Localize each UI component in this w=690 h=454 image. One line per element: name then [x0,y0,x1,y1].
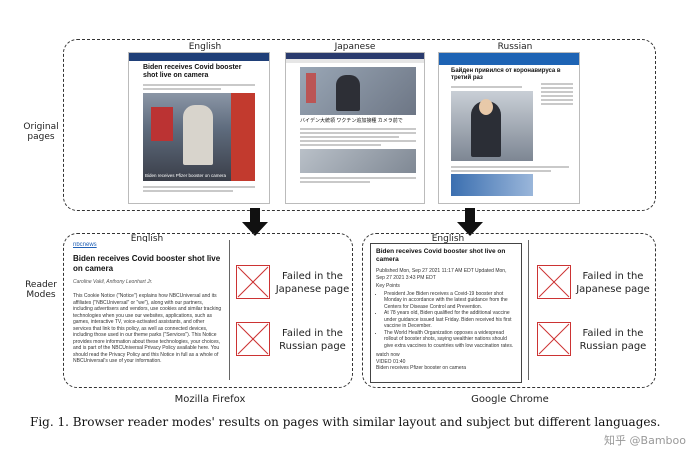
chrome-russian-failed: Failed in the Russian page [579,328,647,352]
japanese-headline: バイデン大統領 ワクチン追加接種 カメラ前で [300,118,403,124]
firefox-byline: Caroline Vakil, Anthony Leonhart Jr. [73,278,153,285]
chrome-bullet: At 78 years old, Biden qualified for the… [384,310,516,330]
failed-placeholder-icon [236,265,270,299]
chrome-headline: Biden receives Covid booster shot live o… [376,248,506,263]
arrow-down-icon [457,208,483,236]
failed-placeholder-icon [236,322,270,356]
firefox-japanese-failed: Failed in the Japanese page [275,271,350,295]
chrome-tail: VIDEO 01:40 [376,358,406,365]
russian-original-page: Байден привился от коронавируса в третий… [438,52,580,204]
chrome-tail: Biden receives Pfizer booster on camera [376,365,467,371]
firefox-english-label: English [130,234,164,244]
english-photo: Biden receives Pfizer booster on camera [143,93,255,181]
firefox-browser-label: Mozilla Firefox [174,394,246,405]
chrome-divider [528,240,529,380]
chrome-reader-view: Biden receives Covid booster shot live o… [370,243,522,383]
russian-photo [451,91,533,161]
chrome-browser-label: Google Chrome [471,394,549,405]
chrome-english-label: English [431,234,465,244]
firefox-reader-view: nbcnews Biden receives Covid booster sho… [73,242,223,381]
firefox-panel [63,233,353,388]
firefox-divider [229,240,230,380]
english-column-label: English [188,42,222,52]
failed-placeholder-icon [537,322,571,356]
english-original-page: Biden receives Covid booster shot live o… [128,52,270,204]
japanese-photo [300,67,416,115]
original-pages-panel [63,39,656,211]
japanese-original-page: バイデン大統領 ワクチン追加接種 カメラ前で [285,52,425,204]
arrow-down-icon [242,208,268,236]
firefox-site: nbcnews [73,242,97,248]
chrome-bullet: The World Health Organization opposes a … [384,330,516,350]
firefox-russian-failed: Failed in the Russian page [279,328,346,352]
firefox-body: This Cookie Notice ("Notice") explains h… [73,293,222,364]
figure-caption: Fig. 1. Browser reader modes' results on… [30,415,661,429]
original-pages-label: Original pages [23,122,59,142]
chrome-meta: Published Mon, Sep 27 2021 11:17 AM EDT … [376,268,507,281]
watermark: 知乎 @Bamboo [604,434,686,447]
english-headline: Biden receives Covid booster shot live o… [143,64,242,79]
chrome-bullet: President Joe Biden receives a Covid-19 … [384,291,516,311]
russian-column-label: Russian [497,42,533,52]
reader-modes-label: Reader Modes [25,280,57,300]
chrome-japanese-failed: Failed in the Japanese page [576,271,650,295]
japanese-column-label: Japanese [334,42,376,52]
chrome-panel [362,233,656,388]
firefox-headline: Biden receives Covid booster shot live o… [73,253,221,273]
russian-headline: Байден привился от коронавируса в третий… [451,68,561,81]
chrome-tail: watch now [376,352,400,358]
chrome-key-points: Key Points [376,283,400,289]
failed-placeholder-icon [537,265,571,299]
english-photo-caption: Biden receives Pfizer booster on camera [145,172,227,178]
